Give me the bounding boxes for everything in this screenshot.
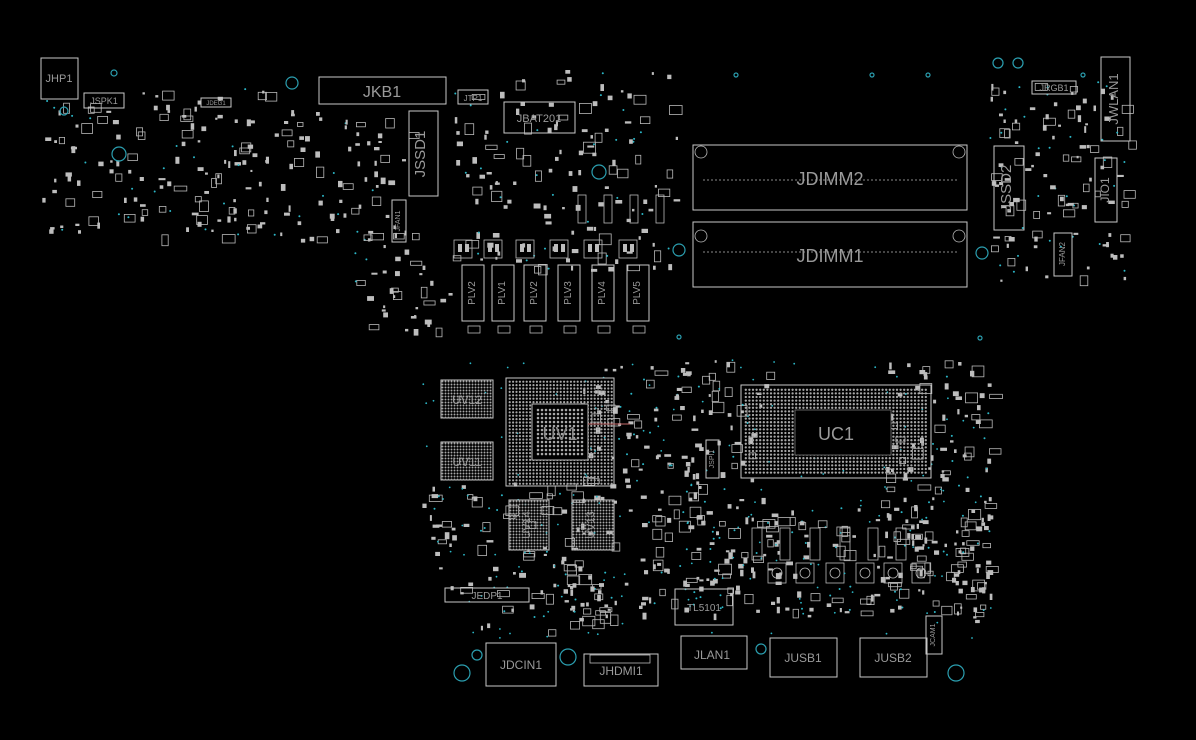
component-label: JDIMM2 — [797, 169, 864, 189]
component-jfan2[interactable]: JFAN2 — [1053, 232, 1073, 277]
component-label: PLV2 — [529, 281, 540, 305]
component-jwlan1[interactable]: JWLAN1 — [1100, 56, 1131, 142]
component-label: JIO1 — [1098, 177, 1112, 203]
component-label: JSPI1 — [709, 450, 716, 469]
component-jkb1[interactable]: JKB1 — [318, 76, 447, 105]
component-label: JSSD2 — [998, 165, 1015, 212]
component-label: UV11 — [452, 455, 481, 469]
component-jdimm2[interactable]: JDIMM2 — [692, 144, 968, 211]
component-label: JUSB2 — [874, 651, 912, 665]
component-plv2-left[interactable]: PLV2 — [461, 264, 485, 322]
component-jrgb1[interactable]: JRGB1 — [1031, 80, 1077, 95]
component-plv3[interactable]: PLV3 — [557, 264, 581, 322]
component-label: PLV2 — [467, 281, 478, 305]
component-label: PLV5 — [632, 281, 643, 305]
component-label: TL5101 — [687, 603, 721, 614]
component-uc1[interactable]: UC1 — [740, 384, 932, 479]
component-label: JBAT201 — [517, 113, 561, 125]
component-label: JUSB1 — [784, 651, 822, 665]
component-label: JDIMM1 — [797, 246, 864, 266]
component-jbat201[interactable]: JBAT201 — [503, 101, 576, 134]
component-jhp1[interactable]: JHP1 — [40, 57, 79, 100]
board-decoration — [42, 57, 1137, 682]
component-label: UC1 — [818, 424, 854, 444]
component-label: JKB1 — [363, 84, 401, 101]
bga-ball-grid — [441, 380, 492, 419]
bga-ball-grid — [572, 500, 614, 551]
bga-core-grid — [536, 408, 584, 456]
component-jtp1[interactable]: JTP1 — [457, 89, 489, 105]
component-jedp1[interactable]: JEDP1 — [444, 587, 530, 603]
component-uv13[interactable]: UV13 — [571, 499, 615, 551]
component-uv12[interactable]: UV12 — [440, 379, 494, 419]
component-label: UV14 — [521, 511, 533, 539]
bga-ball-grid — [441, 442, 492, 481]
component-jusb2[interactable]: JUSB2 — [859, 637, 928, 678]
component-jlan1[interactable]: JLAN1 — [680, 635, 748, 670]
component-label: PLV1 — [497, 281, 508, 305]
component-label: PLV4 — [597, 281, 608, 305]
component-tl5101[interactable]: TL5101 — [674, 588, 734, 626]
component-uv11[interactable]: UV11 — [440, 441, 494, 481]
component-jio1[interactable]: JIO1 — [1094, 157, 1118, 223]
component-jcam1[interactable]: JCAM1 — [925, 615, 943, 655]
component-label: JSPK1 — [90, 96, 118, 106]
component-jusb1[interactable]: JUSB1 — [769, 637, 838, 678]
bga-ball-grid — [508, 380, 613, 485]
component-plv5[interactable]: PLV5 — [626, 264, 650, 322]
component-jssd1[interactable]: JSSD1 — [408, 110, 439, 197]
component-label: JHDMI1 — [599, 664, 643, 678]
component-label: JDCIN1 — [500, 658, 542, 672]
component-uv14[interactable]: UV14 — [508, 499, 550, 551]
component-jspi1[interactable]: JSPI1 — [705, 439, 720, 479]
component-label: JTP1 — [464, 94, 483, 103]
component-label: JHP1 — [46, 73, 73, 85]
component-label: JWLAN1 — [1106, 73, 1121, 124]
component-uv1[interactable]: UV1 — [505, 377, 630, 487]
component-label: JDEG1 — [206, 101, 226, 107]
component-label: JFAN2 — [1058, 241, 1067, 266]
component-label: JFAN1 — [395, 210, 402, 231]
component-plv1[interactable]: PLV1 — [491, 264, 515, 322]
component-label: JSSD1 — [412, 131, 429, 178]
component-label: UV13 — [585, 511, 597, 539]
component-label: JRGB1 — [1039, 83, 1068, 93]
component-label: JCAM1 — [930, 623, 937, 646]
component-label: JEDP1 — [471, 591, 503, 602]
component-jdeg1[interactable]: JDEG1 — [200, 97, 232, 108]
component-plv4[interactable]: PLV4 — [591, 264, 615, 322]
component-jspk1[interactable]: JSPK1 — [83, 92, 125, 109]
component-jdimm1[interactable]: JDIMM1 — [692, 221, 968, 288]
component-label: UV1 — [542, 424, 577, 444]
component-plv2[interactable]: PLV2 — [523, 264, 547, 322]
component-jhdmi1[interactable]: JHDMI1 — [583, 653, 659, 687]
component-label: UV12 — [452, 393, 482, 407]
component-label: JLAN1 — [694, 648, 730, 662]
component-jfan1[interactable]: JFAN1 — [391, 199, 407, 243]
bga-ball-grid — [509, 500, 548, 551]
component-jdcin1[interactable]: JDCIN1 — [485, 642, 557, 687]
component-label: PLV3 — [563, 281, 574, 305]
component-jssd2[interactable]: JSSD2 — [993, 145, 1025, 231]
